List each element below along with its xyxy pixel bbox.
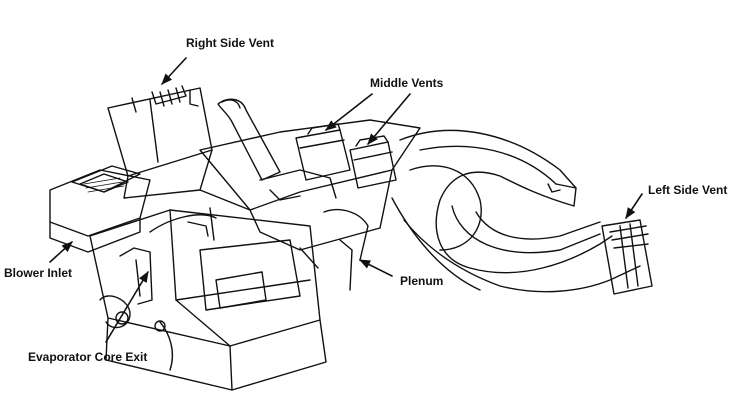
evaporator-housing <box>89 209 327 391</box>
evaporator-tubes <box>99 207 369 332</box>
left-duct <box>391 129 641 293</box>
arrow-middle-vent-2 <box>367 93 411 145</box>
label-middle-vents: Middle Vents <box>370 76 444 90</box>
left-side-vent <box>601 219 653 295</box>
label-evaporator-core-exit: Evaporator Core Exit <box>28 350 148 364</box>
label-right-side-vent: Right Side Vent <box>186 36 275 50</box>
arrow-middle-vent-1 <box>325 93 373 131</box>
arrow-blower-inlet <box>49 241 73 263</box>
arrow-evaporator-core-exit <box>105 271 149 343</box>
label-blower-inlet: Blower Inlet <box>4 266 73 280</box>
plenum-body <box>199 119 421 251</box>
defrost-tube <box>217 98 281 181</box>
label-plenum: Plenum <box>400 274 444 288</box>
arrow-right-side-vent <box>161 57 187 85</box>
right-side-vent-duct <box>107 85 213 199</box>
arrow-left-side-vent <box>625 193 643 219</box>
middle-vents <box>295 123 397 189</box>
label-left-side-vent: Left Side Vent <box>648 183 728 197</box>
leader-arrows <box>49 57 643 343</box>
blower-inlet <box>49 165 151 253</box>
arrow-plenum <box>358 259 393 277</box>
